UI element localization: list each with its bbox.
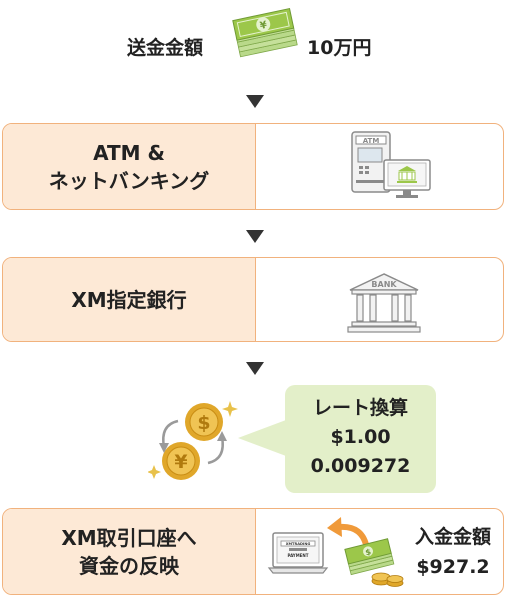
laptop-text-payment: PAYMENT <box>288 553 309 558</box>
flow-arrow-1 <box>246 95 264 108</box>
rate-title: レート換算 <box>312 397 408 419</box>
bank-sign-text: BANK <box>371 280 397 289</box>
flow-arrow-3 <box>246 362 264 375</box>
final-line1: XM取引口座へ <box>61 525 197 550</box>
received-label: 入金金額 <box>414 526 491 548</box>
rate-bubble-tail <box>238 420 286 456</box>
atm-and-computer-icon: ATM <box>351 131 431 198</box>
svg-text:$: $ <box>364 547 372 557</box>
final-line2: 資金の反映 <box>78 553 179 578</box>
laptop-payment-icon: XMTRADING PAYMENT $ <box>267 517 404 587</box>
svg-text:¥: ¥ <box>174 451 187 473</box>
laptop-text-xm: XMTRADING <box>286 542 311 546</box>
step-atm-line2: ネットバンキング <box>48 168 210 193</box>
received-amount-block: 入金金額 $927.2 <box>403 522 503 582</box>
send-amount-label: 送金金額 <box>127 37 204 59</box>
rate-usd: $1.00 <box>330 426 391 448</box>
rate-bubble: レート換算 $1.00 0.009272 <box>285 385 436 493</box>
send-amount-value: 10万円 <box>307 37 372 59</box>
step-atm-netbanking-label: ATM & ネットバンキング <box>3 124 256 209</box>
step-xm-bank-label: XM指定銀行 <box>3 258 256 341</box>
flow-arrow-2 <box>246 230 264 243</box>
svg-text:¥: ¥ <box>259 20 268 32</box>
bank-building-icon: BANK <box>347 273 421 333</box>
svg-text:$: $ <box>197 412 210 434</box>
currency-exchange-icon: $ ¥ <box>148 401 238 480</box>
yen-banknote-stack-icon: ¥ <box>232 7 298 58</box>
rate-jpy: 0.009272 <box>310 455 411 477</box>
step-atm-line1: ATM & <box>93 140 165 165</box>
received-amount: $927.2 <box>416 556 490 578</box>
step-atm-netbanking: ATM & ネットバンキング ATM <box>2 123 504 210</box>
step-account-reflect-label: XM取引口座へ 資金の反映 <box>3 509 256 594</box>
atm-sign-text: ATM <box>363 137 380 145</box>
step-account-reflect: XM取引口座へ 資金の反映 XMTRADING PAYMENT $ 入金金 <box>2 508 504 595</box>
step-xm-bank: XM指定銀行 BANK <box>2 257 504 342</box>
